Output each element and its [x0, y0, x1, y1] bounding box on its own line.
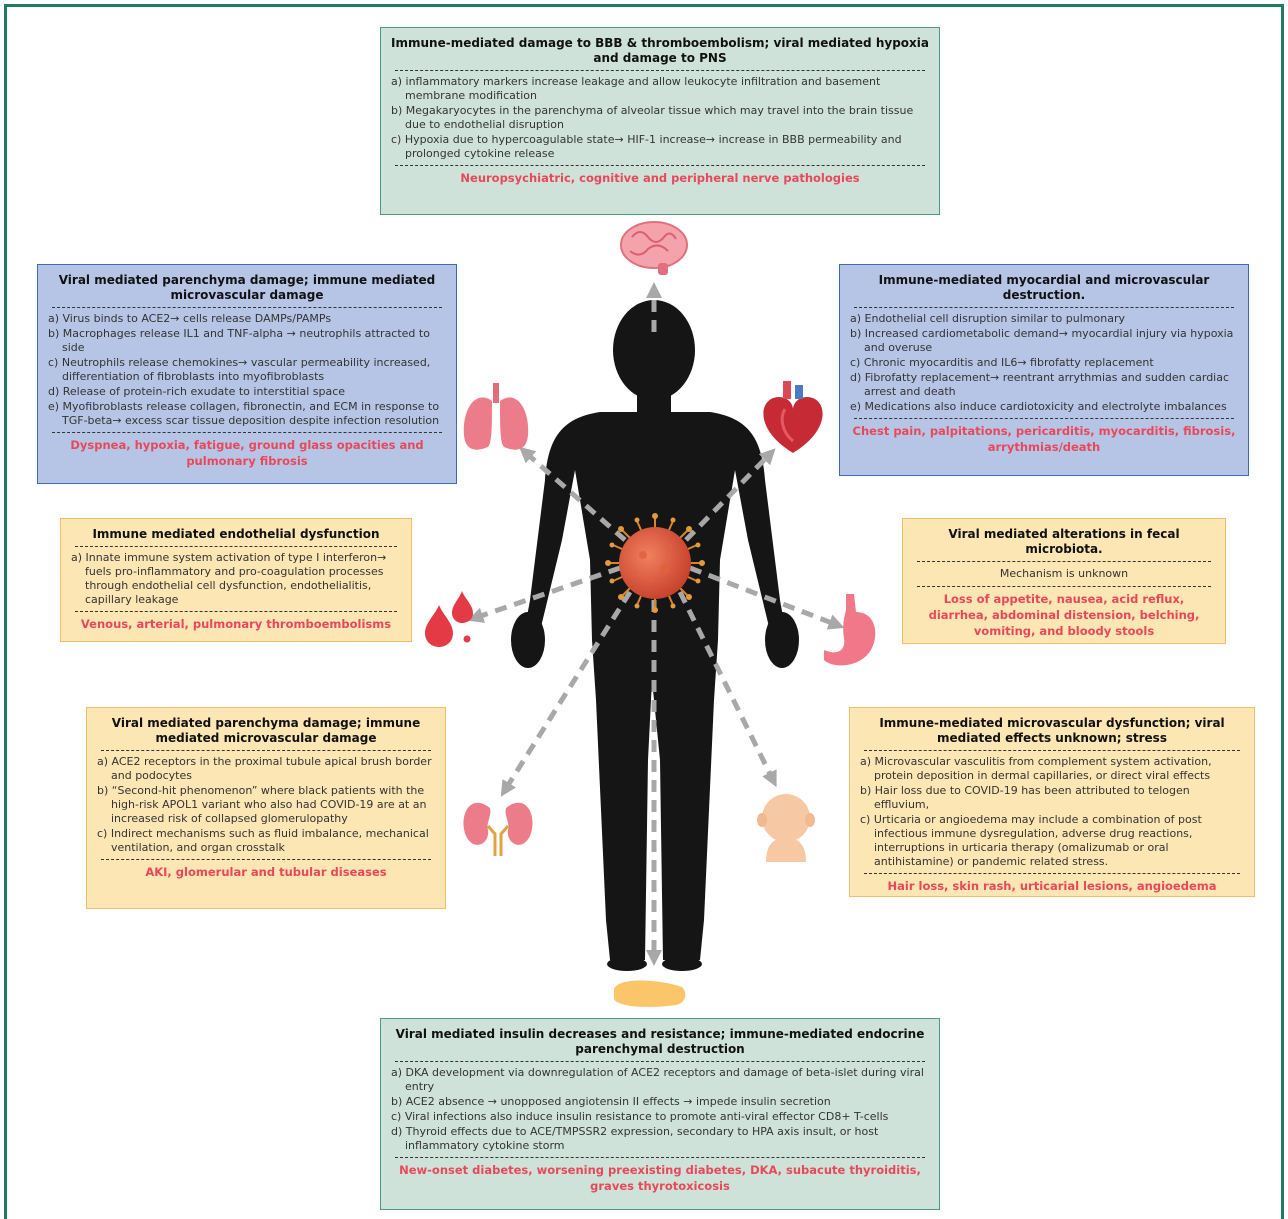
divider: [395, 165, 925, 166]
list-item: c) Hypoxia due to hypercoagulable state→…: [391, 133, 929, 161]
divider: [864, 873, 1240, 874]
lung-mechanism-list: a) Virus binds to ACE2→ cells release DA…: [48, 312, 446, 428]
list-item: b) Macrophages release IL1 and TNF-alpha…: [48, 327, 446, 355]
pancreas-effects-box: Viral mediated insulin decreases and res…: [380, 1018, 940, 1210]
divider: [917, 561, 1211, 562]
brain-icon: [621, 222, 687, 275]
skin-mechanism-list: a) Microvascular vasculitis from complem…: [860, 755, 1244, 869]
kidney-box-title: Viral mediated parenchyma damage; immune…: [97, 716, 435, 746]
kidney-mechanism-list: a) ACE2 receptors in the proximal tubule…: [97, 755, 435, 855]
gut-effects-box: Viral mediated alterations in fecal micr…: [902, 518, 1226, 644]
divider: [101, 859, 431, 860]
stomach-icon: [824, 594, 875, 665]
divider: [917, 586, 1211, 587]
divider: [52, 307, 442, 308]
brain-box-title: Immune-mediated damage to BBB & thromboe…: [391, 36, 929, 66]
kidney-outcomes: AKI, glomerular and tubular diseases: [97, 864, 435, 880]
kidneys-icon: [463, 803, 532, 856]
heart-mechanism-list: a) Endothelial cell disruption similar t…: [850, 312, 1238, 414]
blood-outcomes: Venous, arterial, pulmonary thromboembol…: [71, 616, 401, 632]
blood-box-title: Immune mediated endothelial dysfunction: [71, 527, 401, 542]
gut-outcomes: Loss of appetite, nausea, acid reflux, d…: [913, 591, 1215, 639]
list-item: e) Myofibroblasts release collagen, fibr…: [48, 400, 446, 428]
skin-head-icon: [757, 794, 815, 862]
brain-effects-box: Immune-mediated damage to BBB & thromboe…: [380, 27, 940, 215]
list-item: c) Chronic myocarditis and IL6→ fibrofat…: [850, 356, 1238, 370]
list-item: c) Urticaria or angioedema may include a…: [860, 813, 1244, 869]
list-item: a) ACE2 receptors in the proximal tubule…: [97, 755, 435, 783]
list-item: b) “Second-hit phenomenon” where black p…: [97, 784, 435, 826]
list-item: a) DKA development via downregulation of…: [391, 1066, 929, 1094]
list-item: e) Medications also induce cardiotoxicit…: [850, 400, 1238, 414]
list-item: a) Virus binds to ACE2→ cells release DA…: [48, 312, 446, 326]
pancreas-icon: [614, 981, 685, 1008]
list-item: c) Neutrophils release chemokines→ vascu…: [48, 356, 446, 384]
list-item: c) Indirect mechanisms such as fluid imb…: [97, 827, 435, 855]
blood-effects-box: Immune mediated endothelial dysfunction …: [60, 518, 412, 642]
list-item: c) Viral infections also induce insulin …: [391, 1110, 929, 1124]
skin-outcomes: Hair loss, skin rash, urticarial lesions…: [860, 878, 1244, 894]
divider: [854, 307, 1234, 308]
divider: [395, 1061, 925, 1062]
list-item: b) Megakaryocytes in the parenchyma of a…: [391, 104, 929, 132]
gut-box-title: Viral mediated alterations in fecal micr…: [913, 527, 1215, 557]
skin-box-title: Immune-mediated microvascular dysfunctio…: [860, 716, 1244, 746]
divider: [75, 611, 397, 612]
list-item: b) Hair loss due to COVID-19 has been at…: [860, 784, 1244, 812]
divider: [854, 418, 1234, 419]
gut-mechanism: Mechanism is unknown: [913, 566, 1215, 582]
heart-outcomes: Chest pain, palpitations, pericarditis, …: [850, 423, 1238, 455]
list-item: d) Fibrofatty replacement→ reentrant arr…: [850, 371, 1238, 399]
list-item: d) Thyroid effects due to ACE/TMPSSR2 ex…: [391, 1125, 929, 1153]
list-item: a) Microvascular vasculitis from complem…: [860, 755, 1244, 783]
list-item: d) Release of protein-rich exudate to in…: [48, 385, 446, 399]
lung-outcomes: Dyspnea, hypoxia, fatigue, ground glass …: [48, 437, 446, 469]
divider: [52, 432, 442, 433]
virus-icon: [605, 513, 705, 613]
lung-box-title: Viral mediated parenchyma damage; immune…: [48, 273, 446, 303]
brain-outcomes: Neuropsychiatric, cognitive and peripher…: [391, 170, 929, 186]
list-item: b) ACE2 absence → unopposed angiotensin …: [391, 1095, 929, 1109]
divider: [101, 750, 431, 751]
kidney-effects-box: Viral mediated parenchyma damage; immune…: [86, 707, 446, 909]
heart-box-title: Immune-mediated myocardial and microvasc…: [850, 273, 1238, 303]
brain-mechanism-list: a) inflammatory markers increase leakage…: [391, 75, 929, 161]
list-item: b) Increased cardiometabolic demand→ myo…: [850, 327, 1238, 355]
divider: [395, 1157, 925, 1158]
heart-effects-box: Immune-mediated myocardial and microvasc…: [839, 264, 1249, 476]
pancreas-outcomes: New-onset diabetes, worsening preexistin…: [391, 1162, 929, 1194]
lungs-icon: [464, 383, 528, 450]
list-item: a) Endothelial cell disruption similar t…: [850, 312, 1238, 326]
divider: [75, 546, 397, 547]
skin-effects-box: Immune-mediated microvascular dysfunctio…: [849, 707, 1255, 897]
blood-drops-icon: [425, 591, 473, 647]
heart-icon: [763, 381, 822, 453]
list-item: a) Innate immune system activation of ty…: [71, 551, 401, 607]
pancreas-box-title: Viral mediated insulin decreases and res…: [391, 1027, 929, 1057]
blood-mechanism-list: a) Innate immune system activation of ty…: [71, 551, 401, 607]
list-item: a) inflammatory markers increase leakage…: [391, 75, 929, 103]
lung-effects-box: Viral mediated parenchyma damage; immune…: [37, 264, 457, 484]
divider: [864, 750, 1240, 751]
pancreas-mechanism-list: a) DKA development via downregulation of…: [391, 1066, 929, 1153]
divider: [395, 70, 925, 71]
